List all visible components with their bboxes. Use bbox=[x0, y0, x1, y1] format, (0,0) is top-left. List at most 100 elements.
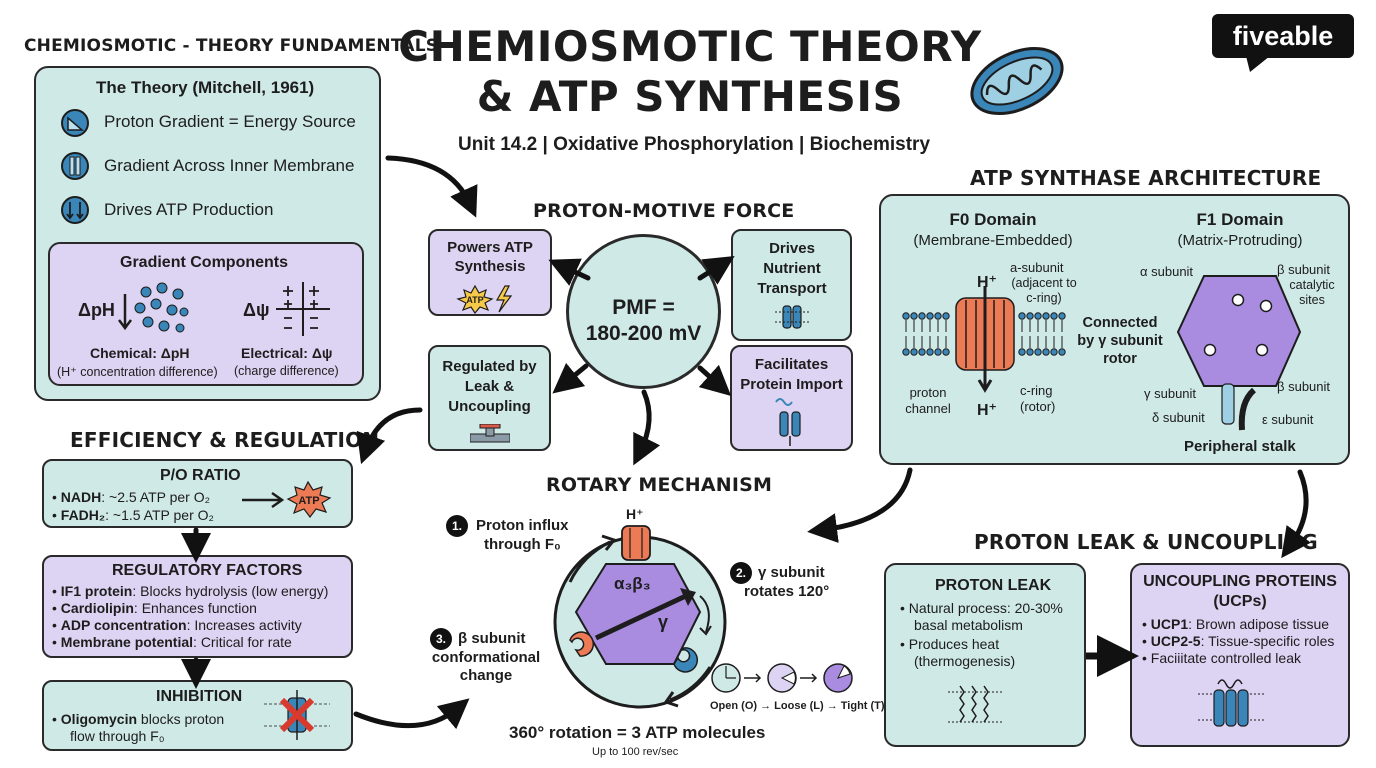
arrow-pmf-to-regulated bbox=[552, 362, 589, 394]
f1-title: F1 Domain bbox=[1196, 210, 1284, 229]
reg-item-1-label: IF1 protein bbox=[60, 583, 133, 599]
lipid-bilayer-left bbox=[902, 312, 950, 356]
membrane-gradient-icon bbox=[61, 152, 89, 180]
efficiency-heading: EFFICIENCY & REGULATION bbox=[70, 428, 380, 452]
inhibition-text-2: flow through F₀ bbox=[70, 728, 165, 744]
chemical-label: Chemical: ΔpH bbox=[90, 345, 190, 361]
f0-h-plus-bottom: H⁺ bbox=[977, 402, 997, 419]
hex-label: α₃β₃ bbox=[614, 574, 651, 593]
inhibition-row-1: Oligomycin blocks proton bbox=[52, 711, 224, 728]
reg-item-1-text: : Blocks hydrolysis (low energy) bbox=[132, 583, 329, 599]
gamma-label: γ bbox=[658, 612, 669, 632]
step1-num-text: 1. bbox=[451, 519, 462, 533]
reg-item-2-text: : Enhances function bbox=[133, 600, 257, 616]
connected-label: Connected by γ subunit rotor bbox=[1077, 315, 1163, 367]
arrow-theory-to-pmf bbox=[385, 155, 478, 218]
charge-grid-icon bbox=[276, 282, 330, 336]
arrow-inhibition-to-rotary bbox=[353, 698, 470, 730]
step3-line-2: conformational bbox=[431, 649, 541, 666]
delta-subunit-label: δ subunit bbox=[1152, 410, 1205, 425]
proton-gradient-icon bbox=[61, 109, 89, 137]
step2-line-2: rotates 120° bbox=[744, 583, 830, 600]
blocked-channel-icon bbox=[264, 690, 330, 740]
regulated-box bbox=[428, 345, 551, 451]
step2-number: 2. bbox=[730, 562, 752, 584]
c-ring-note: (rotor) bbox=[1020, 399, 1056, 414]
dph-symbol: ΔpH bbox=[78, 300, 115, 320]
arrow-architecture-to-rotary bbox=[807, 467, 913, 543]
architecture-heading: ATP SYNTHASE ARCHITECTURE bbox=[970, 166, 1322, 190]
ph-arrow-down-icon bbox=[118, 294, 132, 331]
theory-item-1: Proton Gradient = Energy Source bbox=[104, 112, 356, 131]
rotation-speed: Up to 100 rev/sec bbox=[592, 746, 679, 758]
step2-line-1: γ subunit bbox=[758, 564, 825, 581]
nadh-label: NADH bbox=[60, 489, 102, 505]
step3-line-1: β subunit bbox=[458, 630, 526, 647]
pmf-atp-badge: ATP bbox=[466, 295, 483, 305]
logo-tail bbox=[1246, 56, 1270, 72]
reg-item-3: ADP concentration: Increases activity bbox=[52, 617, 302, 634]
reg-item-4: Membrane potential: Critical for rate bbox=[52, 634, 292, 651]
alpha-subunit-label: α subunit bbox=[1140, 264, 1194, 279]
nadh-row: NADH: ~2.5 ATP per O₂ bbox=[52, 489, 210, 506]
po-atp-burst-icon: ATP bbox=[242, 480, 332, 518]
heat-membrane-icon bbox=[948, 685, 1004, 723]
regulatory-title: REGULATORY FACTORS bbox=[112, 562, 303, 579]
ucp-channel-icon bbox=[1198, 679, 1264, 727]
ucp-item-3-text: Faciiitate controlled leak bbox=[1150, 650, 1301, 666]
ucp-item-3: Faciiitate controlled leak bbox=[1142, 650, 1301, 667]
title-line-2: & ATP SYNTHESIS bbox=[476, 72, 904, 121]
epsilon-subunit-label: ε subunit bbox=[1262, 412, 1314, 427]
arrow-pmf-to-import bbox=[697, 364, 732, 397]
regulated-label: Regulated by Leak & Uncoupling bbox=[442, 358, 537, 415]
theory-title: The Theory (Mitchell, 1961) bbox=[96, 78, 315, 97]
step1-line-2: through F₀ bbox=[484, 536, 561, 553]
import-channel-icon bbox=[775, 398, 801, 446]
beta-subunit-bottom-label: β subunit bbox=[1277, 379, 1331, 394]
gradient-components-box bbox=[48, 242, 364, 386]
reg-item-3-label: ADP concentration bbox=[60, 617, 187, 633]
rotary-h-plus: H⁺ bbox=[626, 506, 644, 522]
ucp-item-2-text: : Tissue-specific roles bbox=[1200, 633, 1335, 649]
reg-item-4-label: Membrane potential bbox=[60, 634, 194, 650]
ucp-item-2-label: UCP2-5 bbox=[1150, 633, 1201, 649]
fiveable-logo: fiveable bbox=[1212, 14, 1354, 58]
rotary-heading: ROTARY MECHANISM bbox=[546, 474, 773, 496]
f0-h-plus-top: H⁺ bbox=[977, 274, 997, 291]
nadh-text: : ~2.5 ATP per O₂ bbox=[101, 489, 211, 505]
fundamentals-heading: CHEMIOSMOTIC - THEORY FUNDAMENTALS bbox=[24, 36, 439, 56]
rotary-diagram bbox=[553, 525, 727, 709]
po-ratio-title: P/O RATIO bbox=[160, 467, 241, 484]
subtitle: Unit 14.2 | Oxidative Phosphorylation | … bbox=[458, 134, 931, 155]
reg-item-4-text: : Critical for rate bbox=[193, 634, 292, 650]
rotation-summary: 360° rotation = 3 ATP molecules bbox=[509, 723, 766, 742]
f1-domain-diagram bbox=[1176, 275, 1302, 431]
step2-num-text: 2. bbox=[735, 566, 746, 580]
theory-item-3: Drives ATP Production bbox=[104, 200, 274, 219]
gradient-components-title: Gradient Components bbox=[120, 254, 289, 271]
reg-item-1: IF1 protein: Blocks hydrolysis (low ener… bbox=[52, 583, 329, 600]
f0-title: F0 Domain bbox=[949, 210, 1037, 229]
fadh-row: FADH₂: ~1.5 ATP per O₂ bbox=[52, 507, 214, 524]
proton-channel-label: proton channel bbox=[905, 385, 951, 416]
drives-transport-label: Drives Nutrient Transport bbox=[757, 240, 827, 297]
step1-number: 1. bbox=[446, 515, 468, 537]
transporter-icon bbox=[775, 305, 809, 329]
leak-item-1: Natural process: 20-30% basal metabolism bbox=[900, 600, 1076, 634]
inhibition-title: INHIBITION bbox=[156, 688, 243, 705]
dpsi-symbol: Δψ bbox=[243, 300, 270, 320]
fadh-label: FADH₂ bbox=[60, 507, 106, 523]
reg-item-2: Cardiolipin: Enhances function bbox=[52, 600, 257, 617]
atp-production-icon bbox=[61, 196, 89, 224]
step3-num-text: 3. bbox=[435, 632, 446, 646]
step3-number: 3. bbox=[430, 628, 452, 650]
ucp-item-2: UCP2-5: Tissue-specific roles bbox=[1142, 633, 1335, 650]
ucp-title: UNCOUPLING PROTEINS (UCPs) bbox=[1143, 573, 1337, 610]
arrow-pmf-to-rotary bbox=[633, 389, 661, 466]
electrical-sub: (charge difference) bbox=[234, 364, 339, 378]
electrical-label: Electrical: Δψ bbox=[241, 345, 333, 361]
catalytic-sites-label: catalytic sites bbox=[1289, 278, 1335, 307]
step1-line-1: Proton influx bbox=[476, 517, 569, 534]
logo-text: fiveable bbox=[1232, 21, 1334, 51]
po-atp-badge: ATP bbox=[298, 495, 319, 507]
